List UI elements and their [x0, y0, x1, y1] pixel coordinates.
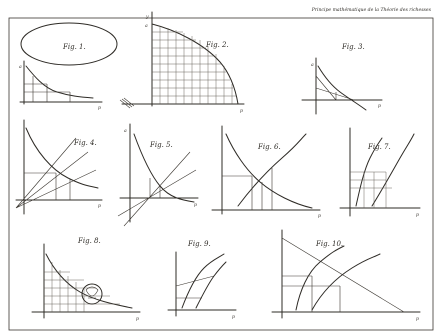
fig6-caption: Fig. 6. [257, 143, 281, 151]
fig2-label-a: a [145, 24, 148, 29]
fig7-label-p: p [416, 213, 419, 218]
fig1-oval [20, 22, 118, 66]
plate-border [8, 17, 434, 331]
fig3-label-p: p [378, 104, 381, 109]
fig9-chords [175, 275, 215, 299]
fig9-label-p: p [232, 315, 235, 320]
fig3-caption: Fig. 3. [341, 43, 365, 51]
figure-7: Fig. 7. p [339, 127, 421, 218]
fig6-curve-falling [225, 133, 313, 209]
fig5-label-a: a [124, 129, 127, 134]
fig4-ordinates [24, 172, 71, 200]
fig10-caption: Fig. 10. [315, 240, 343, 248]
fig8-grid [44, 262, 120, 312]
figure-8: Fig. 8. p [31, 237, 141, 322]
fig10-ordinates [282, 275, 341, 312]
fig9-caption: Fig. 9. [187, 240, 211, 248]
fig3-curve [317, 65, 367, 111]
fig8-caption: Fig. 8. [77, 237, 101, 245]
fig10-curve-left [295, 245, 345, 311]
fig3-label-a: a [311, 63, 314, 68]
fig1-label-p: p [98, 106, 101, 111]
fig5-lines [117, 151, 197, 227]
fig1-curve [25, 65, 94, 99]
fig10-diagonal [281, 237, 405, 313]
fig4-curve [25, 127, 99, 189]
fig10-curve-right [311, 253, 381, 311]
fig6-label-p: p [318, 214, 321, 219]
running-title: Principe mathématique de la Théorie des … [311, 6, 432, 13]
fig8-seal-circle [81, 283, 103, 305]
fig8-curve [45, 253, 133, 309]
fig4-caption: Fig. 4. [73, 139, 97, 147]
figure-2: Fig. 2. y a p [119, 11, 245, 114]
figure-9: Fig. 9. p [167, 240, 237, 320]
fig7-curve-right [371, 133, 415, 207]
fig8-label-p: p [136, 317, 139, 322]
fig8-seal-mark [85, 286, 99, 299]
fig10-label-p: p [416, 317, 419, 322]
fig9-curve-inner [195, 261, 227, 309]
fig7-grid [350, 171, 392, 208]
fig6-curve-rising [237, 133, 307, 207]
fig2-label-y: y [145, 15, 149, 20]
fig7-curve-left [355, 137, 383, 207]
figure-5: Fig. 5. a p [117, 123, 199, 227]
fig2-curve [151, 23, 239, 105]
figure-1: Fig. 1. a p [19, 22, 118, 111]
figure-6: Fig. 6. p [211, 125, 321, 219]
fig5-caption: Fig. 5. [149, 141, 173, 149]
fig5-label-p: p [194, 203, 197, 208]
fig1-label-a: a [19, 65, 22, 70]
fig2-grid [152, 26, 236, 104]
fig2-caption: Fig. 2. [205, 41, 229, 49]
fig3-chords [315, 75, 355, 101]
fig1-guide-lines [24, 76, 71, 102]
fig2-origin-hatch [119, 97, 135, 109]
fig2-label-p: p [240, 109, 243, 114]
fig7-caption: Fig. 7. [367, 143, 391, 151]
fig1-caption: Fig. 1. [62, 43, 86, 51]
figure-3: Fig. 3. a p [301, 43, 383, 115]
figure-10: Fig. 10. p [271, 229, 421, 322]
figure-4: Fig. 4. p [15, 119, 103, 215]
fig6-ordinates [222, 168, 273, 210]
fig4-label-p: p [98, 204, 101, 209]
fig9-curve-outer [181, 253, 225, 309]
